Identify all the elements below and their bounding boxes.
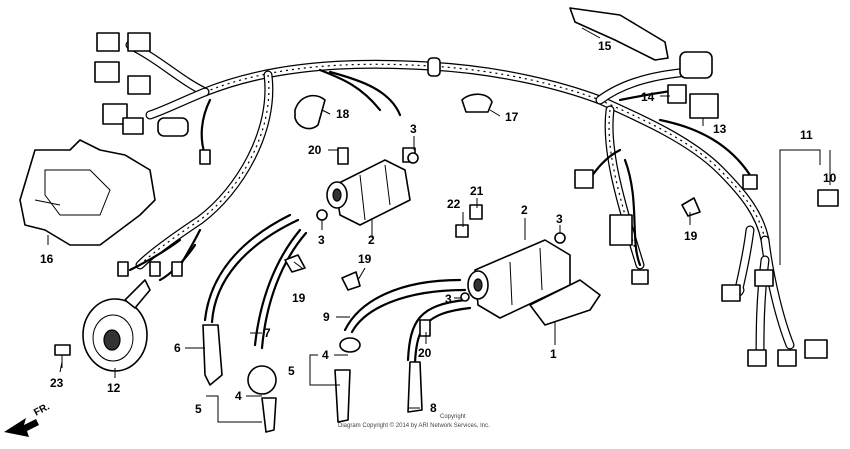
bracket-16: [19, 139, 156, 246]
callout-3-top: 3: [410, 122, 417, 136]
callout-19-right: 19: [684, 229, 698, 243]
callout-1: 1: [550, 347, 557, 361]
thin-wires: [128, 68, 752, 282]
front-arrow-icon: [4, 418, 39, 437]
callout-20-lower: 20: [418, 346, 432, 360]
callout-18: 18: [336, 107, 350, 121]
clamps-small-parts: [284, 93, 701, 337]
callout-16: 16: [40, 252, 54, 266]
plug-caps: [202, 324, 423, 433]
callout-19-left: 19: [292, 291, 306, 305]
callout-5-left: 5: [195, 402, 202, 416]
callout-17: 17: [505, 110, 519, 124]
callout-6: 6: [174, 341, 181, 355]
callout-10: 10: [823, 171, 837, 185]
cover-15: [569, 7, 669, 61]
relay-parts-right: [574, 51, 839, 367]
front-direction-arrow: FR.: [4, 401, 52, 437]
callout-2-lower: 2: [521, 203, 528, 217]
callout-11: 11: [800, 128, 813, 142]
left-connector-cluster: [94, 32, 211, 277]
callout-labels: 1 2 2 3 3 3 3 4 4 5 5 6 7 8 9 10 11 12 1…: [40, 39, 837, 416]
callout-13: 13: [713, 122, 727, 136]
callout-4-left: 4: [235, 389, 242, 403]
callout-20-upper: 20: [308, 143, 322, 157]
callout-15: 15: [598, 39, 612, 53]
callout-9: 9: [323, 310, 330, 324]
callout-2-upper: 2: [368, 233, 375, 247]
horn-12: [82, 279, 151, 372]
callout-22: 22: [447, 197, 461, 211]
callout-12: 12: [107, 381, 121, 395]
callout-3-right: 3: [556, 212, 563, 226]
callout-7: 7: [264, 326, 271, 340]
plug-wires: [203, 213, 472, 364]
callout-14: 14: [641, 90, 655, 104]
copyright-line-1: Copyright: [440, 414, 466, 420]
bolt-23: [54, 344, 71, 368]
callout-19-mid: 19: [358, 252, 372, 266]
callout-21: 21: [470, 184, 484, 198]
leader-lines: [47, 27, 831, 423]
copyright-notice: Copyright Diagram Copyright © 2014 by AR…: [338, 414, 490, 429]
callout-23: 23: [50, 376, 64, 390]
ignition-coil-lower: [467, 239, 601, 326]
copyright-line-2: Diagram Copyright © 2014 by ARI Network …: [338, 422, 490, 429]
front-label: FR.: [32, 401, 52, 418]
callout-3-left: 3: [318, 233, 325, 247]
callout-8: 8: [430, 401, 437, 415]
callout-3-mid: 3: [445, 292, 452, 306]
ignition-coil-upper: [326, 147, 416, 226]
callout-4-right: 4: [322, 348, 329, 362]
callout-5-right: 5: [288, 364, 295, 378]
